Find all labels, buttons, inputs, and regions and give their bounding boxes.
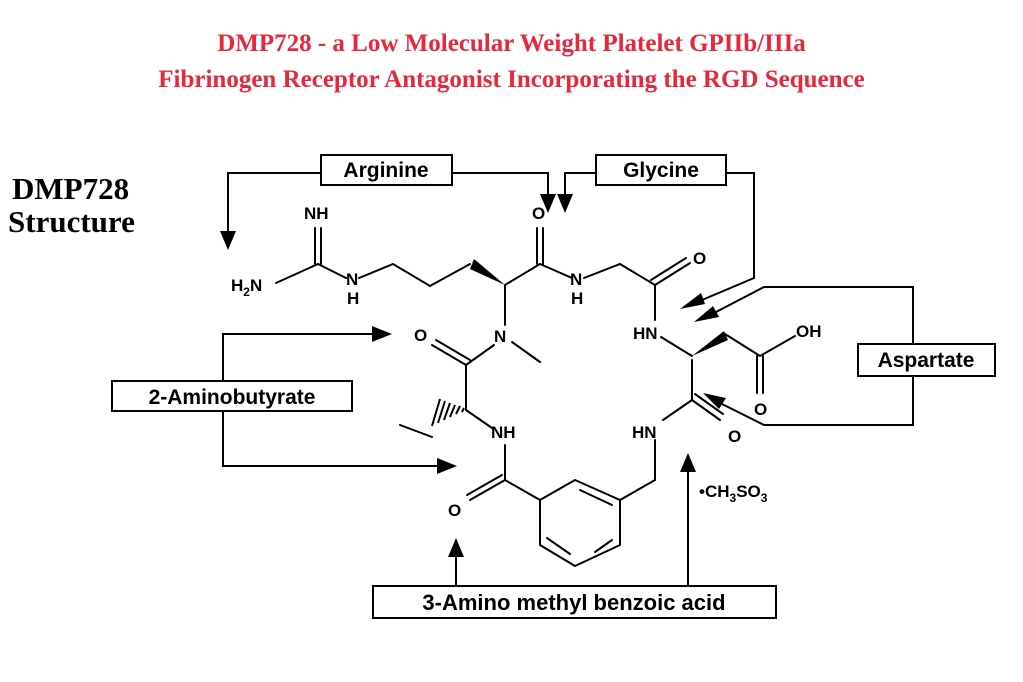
atom-o-bottom: O	[448, 501, 461, 520]
arrowhead	[680, 293, 705, 309]
atom-o-left: O	[414, 326, 427, 345]
label-aspartate: Aspartate	[878, 349, 975, 372]
arrowhead	[220, 231, 236, 250]
page-title-line-2: Fibrinogen Receptor Antagonist Incorpora…	[158, 66, 865, 93]
callout-lines	[222, 172, 914, 586]
arrowhead	[557, 194, 573, 213]
hashed-bond	[431, 398, 465, 427]
arrowhead	[448, 538, 464, 557]
arrowheads	[220, 194, 726, 557]
label-box-aminobutyrate: 2-Aminobutyrate	[111, 380, 353, 412]
salt-label: •CH3SO3	[699, 482, 768, 505]
arrowhead	[703, 393, 726, 409]
wedge-bond	[692, 331, 728, 356]
wedge-bond	[470, 259, 505, 285]
structure-title-line-2: Structure	[8, 204, 135, 239]
arrowhead	[680, 453, 696, 472]
atom-n-gly: N	[570, 270, 582, 289]
label-box-benzoic: 3-Amino methyl benzoic acid	[372, 585, 777, 619]
page-title-line-1: DMP728 - a Low Molecular Weight Platelet…	[217, 30, 806, 57]
atom-h-gly: H	[571, 289, 583, 308]
atom-hn-asp: HN	[633, 324, 658, 343]
atom-o-arg: O	[532, 204, 545, 223]
structure-title-line-1: DMP728	[12, 171, 130, 206]
label-benzoic: 3-Amino methyl benzoic acid	[422, 590, 725, 615]
arrowhead	[540, 194, 556, 213]
label-box-aspartate: Aspartate	[857, 343, 996, 377]
atom-n-methyl: N	[494, 327, 506, 346]
label-aminobutyrate: 2-Aminobutyrate	[149, 386, 316, 409]
bond-lines	[275, 227, 796, 568]
label-box-arginine: Arginine	[320, 154, 453, 186]
atom-o-asp: O	[728, 427, 741, 446]
label-glycine: Glycine	[623, 159, 699, 182]
atom-h2n: H2N	[231, 276, 262, 299]
arrowhead	[694, 306, 719, 322]
atom-o-gly: O	[693, 249, 706, 268]
atom-labels: NH H2N N H O N H O HN OH O O N NH HN O O…	[231, 204, 822, 520]
atom-nh-top: NH	[304, 204, 329, 223]
arrowhead	[437, 458, 457, 474]
label-arginine: Arginine	[343, 159, 428, 182]
atom-n-arg: N	[346, 270, 358, 289]
atom-hn-benz: HN	[632, 423, 657, 442]
atom-nh-abu: NH	[491, 423, 516, 442]
atom-oh: OH	[796, 322, 822, 341]
label-box-glycine: Glycine	[595, 154, 727, 186]
atom-o-acid: O	[754, 400, 767, 419]
arrowhead	[372, 326, 392, 342]
atom-h-arg: H	[347, 289, 359, 308]
